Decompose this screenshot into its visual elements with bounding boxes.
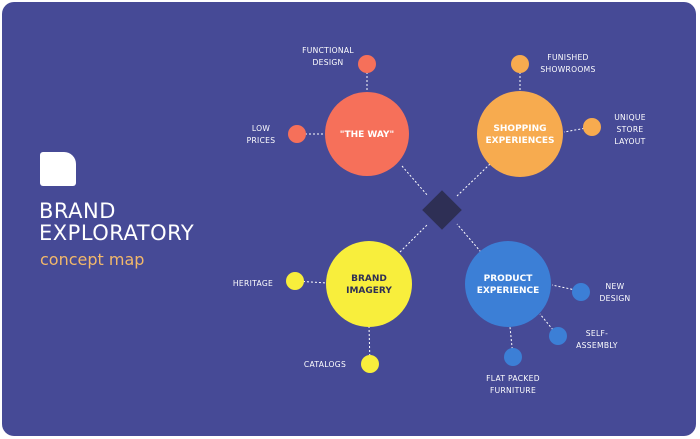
hub-shopping-label-2: EXPERIENCES [485, 136, 554, 146]
leaf-dot-low-prices [288, 125, 306, 143]
hub-product-label-1: PRODUCT [484, 274, 534, 284]
hub-brand-imagery [326, 241, 412, 327]
leaf-label-unique-store-layout-1: UNIQUE [614, 113, 646, 122]
hub-imagery-label-2: IMAGERY [346, 286, 392, 296]
leaf-label-unique-store-layout-3: LAYOUT [614, 137, 645, 146]
leaf-label-functional-design-2: DESIGN [312, 58, 343, 67]
leaf-label-heritage: HERITAGE [233, 279, 273, 288]
leaf-label-flat-packed-1: FLAT PACKED [486, 374, 540, 383]
leaf-label-flat-packed-2: FURNITURE [490, 386, 536, 395]
leaf-label-furnished-showrooms-2: SHOWROOMS [540, 65, 595, 74]
leaf-dot-functional-design [358, 55, 376, 73]
leaf-dot-furnished-showrooms [511, 55, 529, 73]
leaf-dot-unique-store-layout [583, 118, 601, 136]
subtitle: concept map [40, 250, 145, 269]
leaf-label-self-assembly-1: SELF- [586, 329, 608, 338]
hub-imagery-label-1: BRAND [351, 274, 387, 284]
leaf-label-unique-store-layout-2: STORE [616, 125, 643, 134]
leaf-dot-new-design [572, 283, 590, 301]
leaf-label-new-design-1: NEW [606, 282, 625, 291]
leaf-label-low-prices-2: PRICES [247, 136, 276, 145]
leaf-dot-heritage [286, 272, 304, 290]
hub-product-experience [465, 241, 551, 327]
title-line-1: BRAND [39, 199, 116, 223]
leaf-dot-catalogs [361, 355, 379, 373]
center-diamond [422, 190, 462, 230]
leaf-label-new-design-2: DESIGN [599, 294, 630, 303]
hub-the-way-label: "THE WAY" [340, 130, 394, 140]
hub-shopping-label-1: SHOPPING [493, 124, 546, 134]
hub-shopping-experiences [477, 91, 563, 177]
leaf-label-functional-design-1: FUNCTIONAL [302, 46, 354, 55]
leaf-label-catalogs: CATALOGS [304, 360, 346, 369]
hub-the-way [325, 92, 409, 176]
leaf-label-self-assembly-2: ASSEMBLY [576, 341, 618, 350]
leaf-dot-self-assembly [549, 327, 567, 345]
leaf-dot-flat-packed [504, 348, 522, 366]
leaf-label-furnished-showrooms-1: FUNISHED [547, 53, 588, 62]
leaf-label-low-prices-1: LOW [252, 124, 271, 133]
title-line-2: EXPLORATORY [39, 221, 195, 245]
hub-product-label-2: EXPERIENCE [477, 286, 540, 296]
brand-logo-icon [40, 152, 76, 186]
